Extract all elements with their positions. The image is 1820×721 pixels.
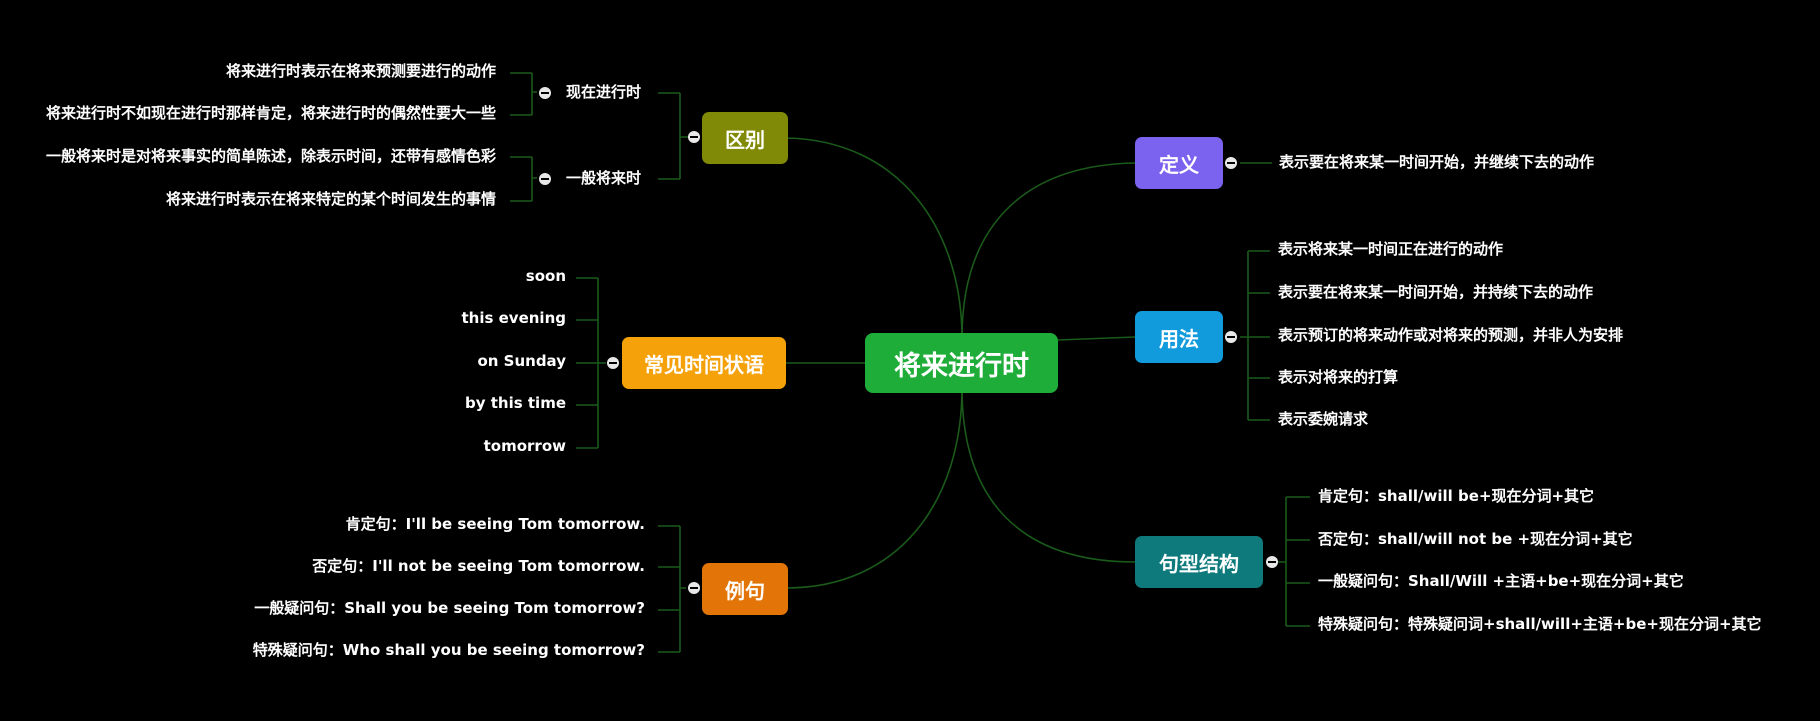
connector-root-difference [785, 137, 963, 339]
topic-difference-label: 区别 [725, 127, 765, 152]
time-item-by-this-time: by this time [465, 394, 566, 412]
topic-examples[interactable]: 例句 [702, 563, 788, 615]
time-item-this-evening: this evening [461, 309, 566, 327]
collapse-simple-future-icon[interactable] [539, 173, 551, 185]
root-node[interactable]: 将来进行时 [865, 333, 1058, 393]
time-item-soon: soon [525, 267, 566, 285]
topic-structure[interactable]: 句型结构 [1135, 536, 1263, 588]
subtopic-simple-future[interactable]: 一般将来时 [566, 169, 642, 187]
topic-definition-label: 定义 [1159, 152, 1199, 177]
difference-item-4: 将来进行时表示在将来特定的某个时间发生的事情 [165, 190, 496, 208]
structure-item-yes-no-question: 一般疑问句：Shall/Will +主语+be+现在分词+其它 [1318, 572, 1684, 590]
connector-root-structure [961, 387, 1136, 563]
difference-item-3: 一般将来时是对将来事实的简单陈述，除表示时间，还带有感情色彩 [45, 147, 496, 165]
topic-examples-label: 例句 [725, 578, 765, 603]
structure-item-negative: 否定句：shall/will not be +现在分词+其它 [1318, 530, 1633, 548]
collapse-difference-icon[interactable] [688, 131, 700, 143]
collapse-time-adverbials-icon[interactable] [607, 357, 619, 369]
definition-item: 表示要在将来某一时间开始，并继续下去的动作 [1279, 153, 1595, 171]
time-item-tomorrow: tomorrow [483, 437, 566, 455]
connector-root-examples [785, 387, 963, 589]
example-item-affirmative: 肯定句：I'll be seeing Tom tomorrow. [345, 515, 645, 533]
topic-structure-label: 句型结构 [1159, 551, 1239, 576]
difference-item-2: 将来进行时不如现在进行时那样肯定，将来进行时的偶然性要大一些 [45, 104, 496, 122]
example-item-yes-no-question: 一般疑问句：Shall you be seeing Tom tomorrow? [254, 599, 645, 617]
connector-time-bracket [576, 277, 606, 449]
usage-item-3: 表示预订的将来动作或对将来的预测，并非人为安排 [1278, 326, 1624, 344]
connector-root-usage [1057, 336, 1136, 341]
usage-item-2: 表示要在将来某一时间开始，并持续下去的动作 [1278, 283, 1594, 301]
collapse-structure-icon[interactable] [1266, 556, 1278, 568]
connector-diff-now [510, 72, 537, 116]
time-item-on-sunday: on Sunday [477, 352, 566, 370]
difference-item-1: 将来进行时表示在将来预测要进行的动作 [225, 62, 496, 80]
connector-examples-bracket [658, 525, 686, 653]
topic-time-adverbials[interactable]: 常见时间状语 [622, 337, 786, 389]
usage-item-4: 表示对将来的打算 [1278, 368, 1399, 386]
topic-usage-label: 用法 [1159, 326, 1199, 351]
connector-usage-bracket [1240, 250, 1270, 421]
topic-difference[interactable]: 区别 [702, 112, 788, 164]
collapse-now-progressive-icon[interactable] [539, 87, 551, 99]
usage-item-1: 表示将来某一时间正在进行的动作 [1278, 240, 1504, 258]
connector-root-definition [961, 162, 1136, 339]
topic-definition[interactable]: 定义 [1135, 137, 1223, 189]
subtopic-now-progressive[interactable]: 现在进行时 [566, 83, 642, 101]
collapse-definition-icon[interactable] [1225, 157, 1237, 169]
usage-item-5: 表示委婉请求 [1278, 410, 1369, 428]
example-item-wh-question: 特殊疑问句：Who shall you be seeing tomorrow? [252, 641, 645, 659]
structure-item-affirmative: 肯定句：shall/will be+现在分词+其它 [1318, 487, 1595, 505]
example-item-negative: 否定句：I'll not be seeing Tom tomorrow. [312, 557, 645, 575]
topic-time-adverbials-label: 常见时间状语 [644, 352, 764, 377]
connector-diff-future [510, 156, 537, 202]
collapse-usage-icon[interactable] [1225, 331, 1237, 343]
connector-structure-bracket [1278, 496, 1310, 627]
topic-usage[interactable]: 用法 [1135, 311, 1223, 363]
collapse-examples-icon[interactable] [688, 582, 700, 594]
root-label: 将来进行时 [894, 350, 1029, 382]
structure-item-wh-question: 特殊疑问句：特殊疑问词+shall/will+主语+be+现在分词+其它 [1318, 615, 1762, 633]
